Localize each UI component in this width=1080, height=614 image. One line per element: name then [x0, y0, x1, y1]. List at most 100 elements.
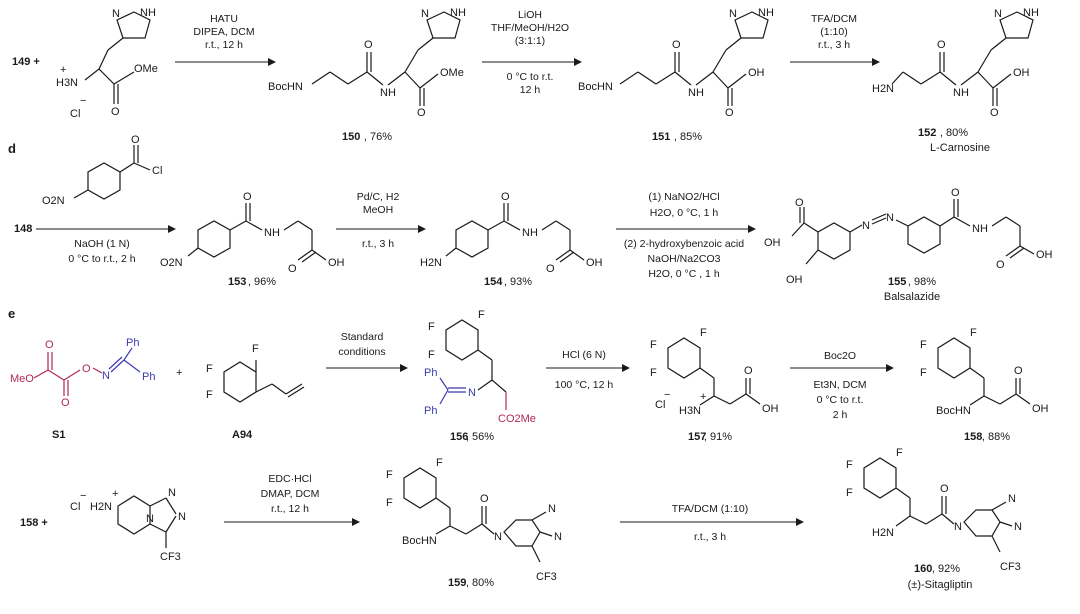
atom-f: F: [846, 459, 853, 471]
charge-plus: +: [112, 488, 118, 500]
compound-148-label: 148: [14, 223, 32, 235]
row2-step3-arrow: (1) NaNO2/HCl H2O, 0 °C, 1 h (2) 2-hydro…: [616, 191, 756, 280]
atom-f: F: [252, 343, 259, 355]
row4-step1-arrow: EDC·HCl DMAP, DCM r.t., 12 h: [224, 473, 360, 526]
atom-ome: OMe: [440, 67, 464, 79]
atom-n: N: [112, 8, 120, 20]
atom-n: N: [729, 8, 737, 20]
section-d-label: d: [8, 141, 16, 156]
row4-step1-cond-3: r.t., 12 h: [271, 503, 309, 515]
row1-synthesis-carnosine: 149 + NH N O OMe H3N + − Cl HATU DIPEA, …: [12, 7, 1039, 154]
row2-step3-cond-2: H2O, 0 °C, 1 h: [650, 207, 719, 219]
atom-o2n: O2N: [42, 195, 65, 207]
compound-154-id: 154: [484, 276, 503, 288]
substrate-a94-structure: F F F A94: [206, 343, 305, 441]
atom-n: N: [1008, 493, 1016, 505]
row1-step2-cond-3: (3:1:1): [515, 35, 545, 47]
compound-152-name: L-Carnosine: [930, 142, 990, 154]
nitrobenzoyl-chloride-structure: O Cl O2N: [42, 134, 162, 207]
row4-step2-arrow: TFA/DCM (1:10) r.t., 3 h: [620, 503, 804, 543]
atom-f: F: [920, 339, 927, 351]
row2-step3-cond-1: (1) NaNO2/HCl: [648, 191, 719, 203]
plus-sign: +: [176, 367, 182, 379]
atom-n: N: [468, 387, 476, 399]
row3-step1-cond-2: conditions: [338, 346, 385, 358]
row4-step1-cond-2: DMAP, DCM: [261, 488, 320, 500]
row4-step2-cond-2: r.t., 3 h: [694, 531, 726, 543]
compound-153-id: 153: [228, 276, 246, 288]
compound-159-id: 159: [448, 577, 466, 589]
row2-synthesis-balsalazide: d 148 O Cl O2N NaOH (1 N) 0 °C to r.t., …: [8, 134, 1053, 303]
atom-o: O: [288, 263, 297, 275]
row2-step1-arrow: NaOH (1 N) 0 °C to r.t., 2 h: [36, 225, 176, 265]
atom-bochn: BocHN: [936, 405, 971, 417]
atom-cf3: CF3: [1000, 561, 1021, 573]
atom-f: F: [386, 497, 393, 509]
atom-o: O: [951, 187, 960, 199]
atom-f: F: [896, 447, 903, 459]
atom-oh: OH: [328, 257, 345, 269]
atom-n: N: [421, 8, 429, 20]
histidine-ester-structure: NH N O OMe H3N + − Cl: [56, 7, 158, 120]
row1-step2-cond-2: THF/MeOH/H2O: [491, 22, 569, 34]
atom-f: F: [206, 389, 213, 401]
row3-step3-cond-3: 0 °C to r.t.: [817, 394, 864, 406]
row2-step1-cond-2: 0 °C to r.t., 2 h: [68, 253, 135, 265]
atom-oh: OH: [748, 67, 765, 79]
row1-step3-cond-2: (1:10): [820, 26, 847, 38]
atom-n: N: [102, 370, 110, 382]
compound-153-yield: , 96%: [248, 276, 276, 288]
atom-f: F: [650, 367, 657, 379]
row2-step2-cond-2: MeOH: [363, 204, 393, 216]
atom-o: O: [131, 134, 140, 146]
atom-n: N: [554, 531, 562, 543]
compound-150-id: 150: [342, 131, 360, 143]
row1-step2-arrow: LiOH THF/MeOH/H2O (3:1:1) 0 °C to r.t. 1…: [482, 9, 582, 96]
atom-f: F: [700, 327, 707, 339]
row1-step1-cond-2: DIPEA, DCM: [193, 26, 254, 38]
compound-149-label: 149 +: [12, 56, 40, 68]
atom-o: O: [82, 363, 91, 375]
compound-151-id: 151: [652, 131, 670, 143]
compound-157-structure: F F F H3N + Cl − O OH 157 , 91%: [650, 327, 779, 443]
compound-158-id: 158: [964, 431, 982, 443]
atom-oh: OH: [1032, 403, 1049, 415]
row4-step1-cond-1: EDC·HCl: [268, 473, 311, 485]
atom-oh: OH: [762, 403, 779, 415]
atom-cl: Cl: [152, 165, 162, 177]
atom-o: O: [937, 39, 946, 51]
compound-156-id: 156: [450, 431, 468, 443]
atom-o: O: [725, 107, 734, 119]
row3-step3-cond-4: 2 h: [833, 409, 848, 421]
atom-oh: OH: [1036, 249, 1053, 261]
row3-step1-cond-1: Standard: [341, 331, 384, 343]
atom-f: F: [846, 487, 853, 499]
row3-step2-cond-2: 100 °C, 12 h: [555, 379, 614, 391]
atom-h2n: H2N: [420, 257, 442, 269]
compound-158-yield: , 88%: [982, 431, 1010, 443]
compound-150-yield: , 76%: [364, 131, 392, 143]
triazolopiperazine-structure: Cl − H2N + N N N CF3: [70, 487, 186, 563]
atom-h2n: H2N: [90, 501, 112, 513]
compound-151-yield: , 85%: [674, 131, 702, 143]
atom-o: O: [990, 107, 999, 119]
atom-ph: Ph: [142, 371, 155, 383]
atom-o: O: [996, 259, 1005, 271]
atom-cl: Cl: [70, 501, 80, 513]
atom-cf3: CF3: [536, 571, 557, 583]
charge-minus: −: [80, 95, 86, 107]
atom-nh: NH: [1023, 7, 1039, 19]
atom-o: O: [501, 191, 510, 203]
compound-159-structure: F F F BocHN O N N N CF3 159 , 80%: [386, 457, 562, 589]
substrate-a94-label: A94: [232, 429, 253, 441]
compound-160-name: (±)-Sitagliptin: [908, 579, 973, 591]
atom-n: N: [548, 503, 556, 515]
atom-ome: OMe: [134, 63, 158, 75]
section-e-label: e: [8, 306, 15, 321]
row1-step1-arrow: HATU DIPEA, DCM r.t., 12 h: [175, 13, 276, 66]
compound-158-structure: F F F BocHN O OH 158 , 88%: [920, 327, 1049, 443]
atom-n: N: [886, 212, 894, 224]
atom-f: F: [970, 327, 977, 339]
atom-cf3: CF3: [160, 551, 181, 563]
compound-151-structure: NH N O OH NH O BocHN 151 , 85%: [578, 7, 774, 143]
